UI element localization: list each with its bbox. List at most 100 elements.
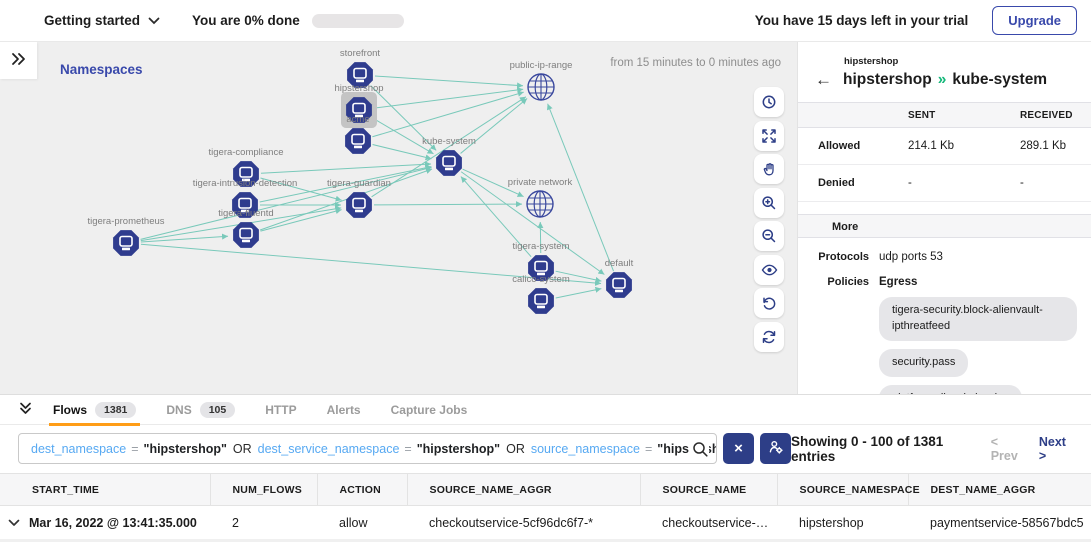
graph-node-label: default: [605, 258, 634, 269]
graph-node-public-ip-range[interactable]: public-ip-range: [510, 60, 573, 101]
back-arrow-icon[interactable]: ←: [815, 70, 832, 89]
policies-label: Policies: [827, 276, 869, 288]
col-action[interactable]: ACTION: [316, 473, 407, 506]
policy-badges: tigera-security.block-alienvault-ipthrea…: [879, 297, 1079, 394]
graph-node-default[interactable]: default: [605, 258, 634, 298]
graph-node-kube-system[interactable]: kube-system: [422, 136, 476, 176]
graph-edge: [373, 87, 524, 109]
graph-edge: [372, 90, 524, 138]
time-icon[interactable]: [754, 87, 784, 117]
cell-num-flows: 2: [210, 505, 317, 542]
allowed-label: Allowed: [818, 140, 861, 152]
graph-node-tigera-guardian[interactable]: tigera-guardian: [327, 178, 391, 218]
col-source-namespace[interactable]: SOURCE_NAMESPACE: [776, 473, 920, 506]
zoom-in-icon[interactable]: [754, 187, 784, 218]
graph-node-private-network[interactable]: private network: [508, 177, 573, 218]
graph-edge: [140, 233, 229, 243]
undo-icon[interactable]: [754, 288, 784, 318]
stats-header-row: SENT RECEIVED: [798, 102, 1091, 128]
graph-node-label: tigera-compliance: [209, 147, 284, 158]
showing-entries-text: Showing 0 - 100 of 1381 entries: [791, 433, 944, 464]
visibility-eye-icon[interactable]: [754, 254, 784, 285]
tab-label: DNS: [166, 402, 192, 417]
more-section-header[interactable]: More: [798, 214, 1091, 238]
sent-column-header: SENT: [908, 109, 936, 121]
trial-days-text: You have 15 days left in your trial: [754, 13, 969, 28]
refresh-icon[interactable]: [754, 321, 784, 352]
flows-count-badge: 1381: [95, 401, 137, 418]
tab-flows[interactable]: Flows 1381: [48, 395, 141, 426]
next-page-button[interactable]: Next >: [1038, 434, 1066, 463]
tab-dns[interactable]: DNS 105: [166, 395, 236, 425]
breadcrumb: hipstershop: [844, 56, 899, 67]
progress-bar: [311, 13, 404, 28]
fit-to-screen-icon[interactable]: [754, 120, 784, 151]
graph-edge: [371, 117, 434, 155]
expand-row-icon[interactable]: [8, 519, 20, 527]
double-chevron-down-icon: [18, 401, 33, 419]
time-range-label: from 15 minutes to 0 minutes ago: [610, 57, 781, 69]
search-icon[interactable]: [689, 441, 709, 461]
expand-sidebar-button[interactable]: [0, 42, 37, 79]
policy-badge[interactable]: tigera-security.block-alienvault-ipthrea…: [879, 297, 1077, 341]
tab-alerts[interactable]: Alerts: [327, 395, 361, 425]
graph-node-storefront[interactable]: storefront: [340, 48, 380, 88]
cell-dest-name-aggr: paymentservice-58567bdc5: [908, 505, 1091, 542]
query-token-kw: OR: [232, 441, 252, 456]
graph-node-acme[interactable]: acme: [345, 114, 371, 154]
zoom-out-icon[interactable]: [754, 221, 784, 251]
policy-badge[interactable]: security.pass: [879, 348, 969, 377]
policy-badge[interactable]: platform.allow-kube-dns: [879, 384, 1022, 394]
tab-label: Flows: [53, 402, 88, 417]
graph-view-title: Namespaces: [60, 62, 143, 77]
tab-capture-jobs[interactable]: Capture Jobs: [391, 395, 468, 425]
graph-edge: [547, 103, 614, 272]
user-settings-button[interactable]: [760, 433, 791, 464]
graph-node-label: kube-system: [422, 136, 476, 147]
denied-received-value: -: [1020, 177, 1024, 189]
graph-node-label: calico-system: [512, 274, 570, 285]
collapse-panel-button[interactable]: [12, 401, 39, 419]
graph-node-hipstershop[interactable]: hipstershop: [334, 83, 384, 128]
upgrade-button[interactable]: Upgrade: [992, 6, 1077, 35]
getting-started-menu[interactable]: Getting started: [44, 13, 141, 28]
graph-edge: [260, 177, 342, 202]
prev-page-button[interactable]: < Prev: [990, 434, 1018, 463]
graph-edge: [374, 75, 524, 89]
pan-hand-icon[interactable]: [754, 154, 784, 184]
col-start-time[interactable]: START_TIME: [0, 473, 210, 506]
graph-node-label: hipstershop: [334, 83, 383, 94]
graph-edge: [259, 168, 433, 231]
col-source-name-aggr[interactable]: SOURCE_NAME_AGGR: [406, 473, 640, 506]
graph-edge: [373, 201, 523, 208]
query-token-kw: OR: [506, 441, 525, 456]
user-gear-icon: [768, 439, 784, 458]
graph-node-calico-system[interactable]: calico-system: [512, 274, 570, 314]
graph-node-tigera-compliance[interactable]: tigera-compliance: [209, 147, 284, 187]
query-token-op: =: [404, 441, 412, 456]
graph-edge: [140, 243, 602, 286]
tab-http[interactable]: HTTP: [265, 395, 296, 425]
flows-table: START_TIME NUM_FLOWS ACTION SOURCE_NAME_…: [0, 473, 1091, 542]
table-row[interactable]: Mar 16, 2022 @ 13:41:35.000 2 allow chec…: [0, 505, 1091, 542]
graph-node-tigera-prometheus[interactable]: tigera-prometheus: [87, 216, 165, 256]
query-token-field: source_namespace: [530, 441, 640, 456]
col-dest-name-aggr[interactable]: DEST_NAME_AGGR: [907, 473, 1091, 506]
clear-query-button[interactable]: ×: [723, 433, 754, 464]
col-source-name[interactable]: SOURCE_NAME: [639, 473, 777, 506]
col-num-flows[interactable]: NUM_FLOWS: [209, 473, 317, 506]
graph-node-tigera-system[interactable]: tigera-system: [512, 241, 570, 281]
chevron-down-icon[interactable]: [148, 17, 160, 25]
allowed-row: Allowed 214.1 Kb 289.1 Kb: [798, 128, 1091, 165]
flow-direction-icon: »: [937, 71, 947, 88]
graph-node-tigera-fluentd[interactable]: tigera-fluentd: [218, 208, 274, 248]
policies-direction: Egress: [879, 276, 918, 288]
graph-toolbar: [754, 87, 784, 352]
allowed-sent-value: 214.1 Kb: [908, 140, 955, 152]
pagination: < Prev Next >: [991, 435, 1073, 463]
denied-sent-value: -: [908, 177, 912, 189]
graph-edge: [555, 270, 602, 283]
graph-node-tigera-intrusion-detection[interactable]: tigera-intrusion-detection: [193, 178, 298, 218]
